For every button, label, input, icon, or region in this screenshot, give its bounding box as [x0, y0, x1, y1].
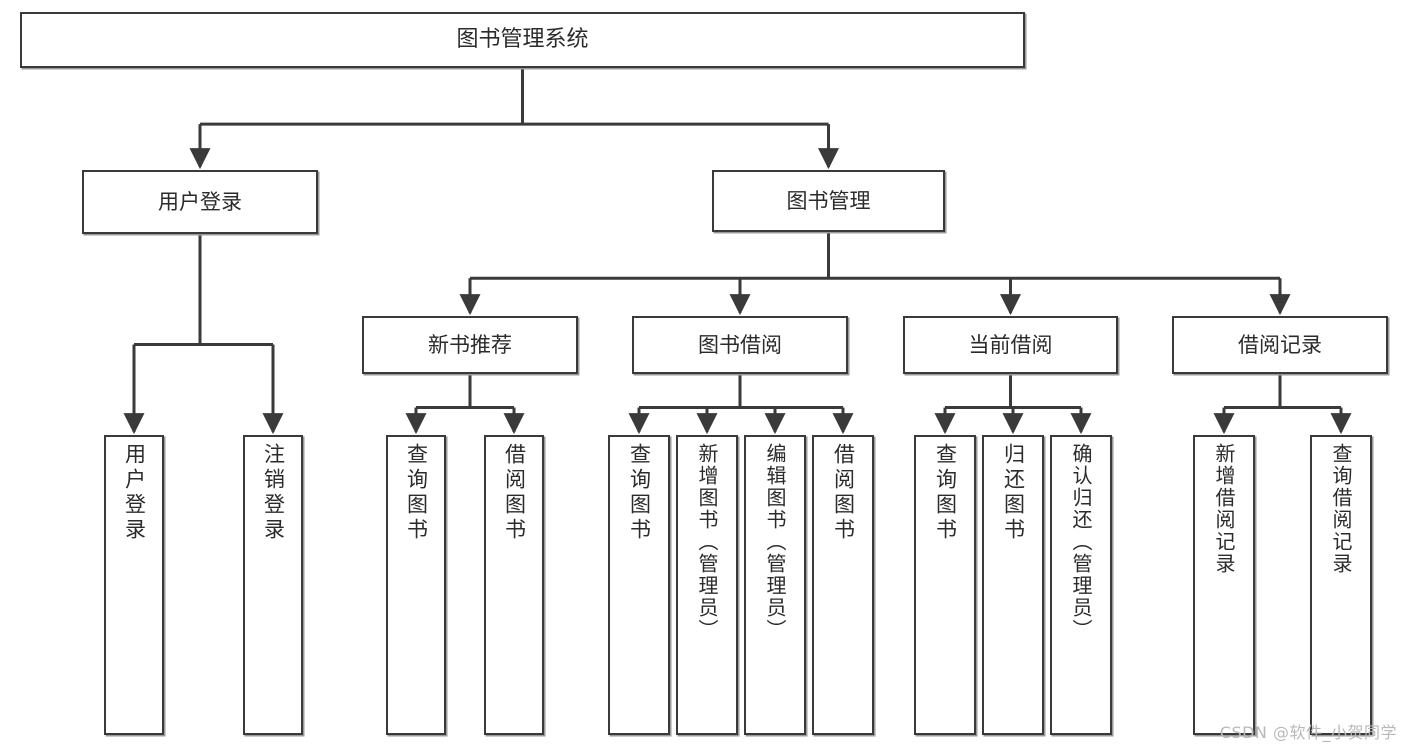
node-label: 借阅图书 [502, 443, 527, 543]
node-label: 归还图书 [1001, 443, 1026, 543]
node-book-manage: 图书管理 [712, 170, 945, 232]
node-borrow-record: 借阅记录 [1172, 316, 1388, 374]
node-leaf-borrow-book-1: 借阅图书 [484, 435, 544, 735]
node-label: 查询图书 [933, 443, 958, 543]
node-leaf-query-book-3: 查询图书 [914, 435, 976, 735]
node-label: 查询借阅记录 [1329, 443, 1353, 575]
node-new-book-rec: 新书推荐 [362, 316, 578, 374]
node-leaf-confirm-ret: 确认归还（管理员） [1050, 435, 1112, 735]
node-label: 图书管理 [786, 188, 871, 213]
node-user-login: 用户登录 [82, 170, 318, 234]
node-leaf-add-book: 新增图书（管理员） [676, 435, 738, 735]
node-label: 图书借阅 [698, 332, 782, 357]
node-label: 编辑图书（管理员） [763, 443, 787, 641]
node-leaf-return-book: 归还图书 [982, 435, 1044, 735]
node-label: 新书推荐 [428, 332, 512, 357]
node-label: 注销登录 [261, 443, 286, 543]
node-leaf-edit-book: 编辑图书（管理员） [744, 435, 806, 735]
node-label: 查询图书 [627, 443, 652, 543]
node-label: 新增图书（管理员） [695, 443, 719, 641]
node-label: 用户登录 [158, 189, 242, 214]
node-label: 确认归还（管理员） [1069, 443, 1093, 641]
csdn-watermark: CSDN @软件_小贺同学 [1219, 723, 1397, 742]
node-label: 借阅图书 [831, 443, 856, 543]
node-leaf-query-book-1: 查询图书 [386, 435, 446, 735]
node-leaf-add-record: 新增借阅记录 [1193, 435, 1255, 735]
node-leaf-user-login: 用户登录 [104, 435, 164, 735]
node-label: 当前借阅 [968, 332, 1053, 357]
node-leaf-borrow-book-2: 借阅图书 [812, 435, 874, 735]
node-leaf-query-book-2: 查询图书 [608, 435, 670, 735]
node-label: 图书管理系统 [456, 27, 589, 53]
node-label: 查询图书 [404, 443, 429, 543]
node-book-borrow: 图书借阅 [632, 316, 848, 374]
node-label: 新增借阅记录 [1212, 443, 1236, 575]
node-current-borrow: 当前借阅 [903, 316, 1118, 374]
node-label: 借阅记录 [1238, 332, 1322, 357]
node-leaf-query-record: 查询借阅记录 [1310, 435, 1372, 735]
node-leaf-user-logout: 注销登录 [243, 435, 303, 735]
node-label: 用户登录 [122, 443, 147, 543]
node-root: 图书管理系统 [20, 12, 1025, 68]
